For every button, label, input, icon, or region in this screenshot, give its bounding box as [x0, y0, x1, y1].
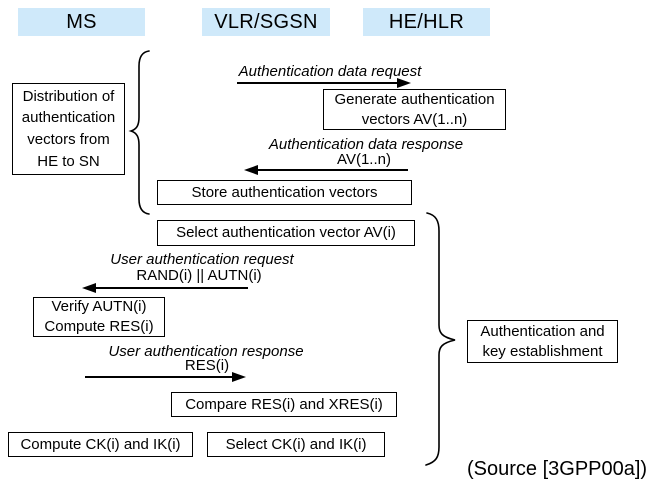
message-label-auth-data-response: Authentication data response	[268, 136, 464, 153]
phase-distribution-line3: vectors from	[27, 131, 110, 148]
arrowhead-left-icon	[244, 165, 258, 175]
select-av-line1: Select authentication vector AV(i)	[176, 224, 396, 242]
verify-line2: Compute RES(i)	[44, 318, 154, 335]
phase-auth-key-line1: Authentication and	[480, 322, 605, 340]
right-brace	[425, 212, 456, 466]
auth-data-request-arrow	[237, 78, 411, 88]
message-param-res-i: RES(i)	[184, 357, 230, 374]
phase-distribution-line4: HE to SN	[37, 152, 100, 170]
column-header-he-hlr: HE/HLR	[363, 8, 490, 36]
source-citation: (Source [3GPP00a])	[467, 458, 648, 480]
auth-data-response-arrow	[244, 165, 408, 175]
generate-line1: Generate authentication	[334, 90, 495, 108]
message-label-user-auth-request: User authentication request	[110, 251, 294, 268]
process-box-store-vectors: Store authentication vectors	[157, 180, 412, 205]
message-param-rand-autn: RAND(i) || AUTN(i)	[136, 267, 262, 284]
user-auth-request-arrow	[82, 283, 248, 293]
compute-ck-line1: Compute CK(i) and IK(i)	[20, 435, 181, 453]
process-box-compute-ck-ik: Compute CK(i) and IK(i)	[8, 432, 193, 457]
verify-line1: Verify AUTN(i)	[51, 298, 147, 316]
compare-line1: Compare RES(i) and XRES(i)	[185, 395, 383, 413]
generate-line2: vectors AV(1..n)	[361, 110, 468, 128]
column-header-vlr-sgsn: VLR/SGSN	[202, 8, 330, 36]
process-box-compare-res: Compare RES(i) and XRES(i)	[171, 392, 397, 417]
phase-box-distribution: Distribution of authentication vectors f…	[12, 83, 125, 175]
process-box-generate-vectors: Generate authentication vectors AV(1..n)	[323, 89, 506, 130]
process-box-verify-autn: Verify AUTN(i) Compute RES(i)	[33, 297, 165, 337]
process-box-select-vector: Select authentication vector AV(i)	[157, 220, 415, 246]
message-label-user-auth-response: User authentication response	[108, 343, 304, 360]
phase-distribution-line2: authentication	[21, 109, 116, 127]
message-label-auth-data-request: Authentication data request	[238, 63, 422, 80]
phase-distribution-line1: Distribution of	[22, 87, 115, 105]
phase-box-auth-key-establishment: Authentication and key establishment	[467, 320, 618, 363]
select-ck-line1: Select CK(i) and IK(i)	[225, 435, 367, 453]
phase-auth-key-line2: key establishment	[482, 342, 603, 360]
user-auth-response-arrow	[85, 372, 246, 382]
arrowhead-left-icon	[82, 283, 96, 293]
process-box-select-ck-ik: Select CK(i) and IK(i)	[207, 432, 385, 457]
store-line1: Store authentication vectors	[191, 183, 378, 201]
arrowhead-right-icon	[232, 372, 246, 382]
column-header-ms: MS	[18, 8, 145, 36]
message-param-av-1-n: AV(1..n)	[337, 151, 391, 168]
arrowhead-right-icon	[397, 78, 411, 88]
left-brace	[128, 50, 150, 215]
